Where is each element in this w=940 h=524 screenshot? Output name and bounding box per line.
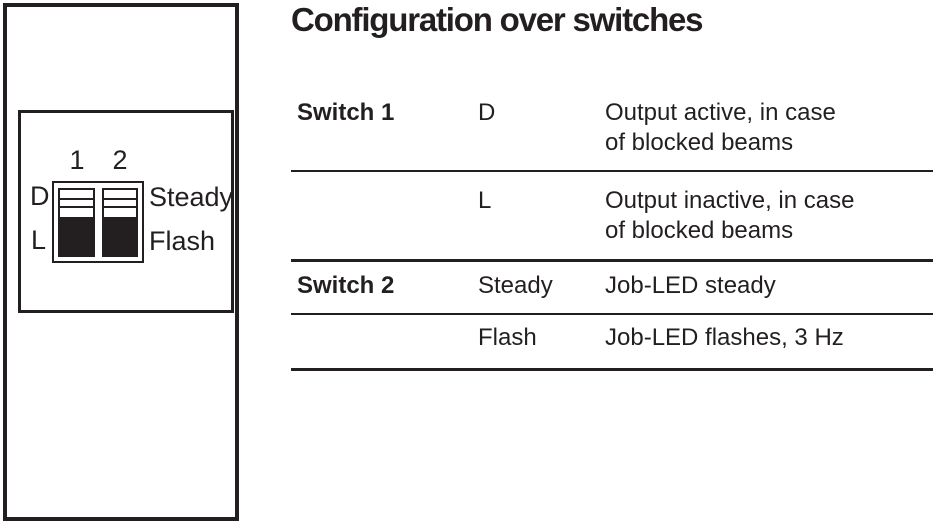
table-row-switch1-l: L Output inactive, in case of blocked be… bbox=[291, 172, 933, 262]
switch-detail-box: 1 2 D L Steady Flash bbox=[18, 110, 234, 313]
position-steady-label: Steady bbox=[149, 182, 234, 212]
table-row-switch1-d: Switch 1 D Output active, in case of blo… bbox=[291, 95, 933, 172]
switch-ridge bbox=[104, 206, 136, 208]
section-title: Configuration over switches bbox=[291, 1, 704, 38]
switch-position-cell: Flash bbox=[478, 324, 537, 351]
switch-position-cell: L bbox=[478, 187, 492, 214]
switch-2-number-label: 2 bbox=[112, 145, 128, 175]
table-row-switch2-steady: Switch 2 Steady Job-LED steady bbox=[291, 262, 933, 315]
description-line: of blocked beams bbox=[605, 217, 794, 244]
switch-position-cell: D bbox=[478, 99, 496, 126]
description-line: of blocked beams bbox=[605, 129, 794, 156]
switch-name-cell bbox=[291, 186, 478, 259]
description-cell: Output active, in case of blocked beams bbox=[605, 98, 933, 170]
position-d-label: D bbox=[30, 181, 50, 211]
device-outline: 1 2 D L Steady Flash bbox=[3, 3, 239, 521]
description-cell: Output inactive, in case of blocked beam… bbox=[605, 186, 933, 259]
description-line: Output inactive, in case bbox=[605, 187, 855, 214]
switch-name-cell: Switch 1 bbox=[297, 99, 395, 126]
description-cell: Job-LED steady bbox=[605, 271, 933, 313]
dip-switch-housing bbox=[52, 181, 144, 263]
description-line: Output active, in case bbox=[605, 99, 836, 126]
table-row-switch2-flash: Flash Job-LED flashes, 3 Hz bbox=[291, 315, 933, 371]
switch-ridge bbox=[104, 198, 136, 200]
switch-ridge bbox=[60, 198, 93, 200]
configuration-table: Switch 1 D Output active, in case of blo… bbox=[291, 95, 933, 371]
description-cell: Job-LED flashes, 3 Hz bbox=[605, 323, 933, 368]
description-line: Job-LED steady bbox=[605, 272, 776, 299]
switch-name-cell bbox=[291, 323, 478, 368]
dip-switch-2-actuator-down bbox=[104, 217, 136, 255]
switch-ridge bbox=[60, 206, 93, 208]
dip-switch-1 bbox=[58, 188, 95, 257]
dip-switch-1-actuator-down bbox=[60, 217, 93, 255]
position-l-label: L bbox=[31, 225, 47, 255]
switch-1-number-label: 1 bbox=[69, 145, 85, 175]
dip-switch-2 bbox=[102, 188, 138, 257]
position-flash-label: Flash bbox=[149, 226, 216, 256]
switch-name-cell: Switch 2 bbox=[297, 272, 395, 299]
switch-position-cell: Steady bbox=[478, 272, 553, 299]
description-line: Job-LED flashes, 3 Hz bbox=[605, 324, 844, 351]
